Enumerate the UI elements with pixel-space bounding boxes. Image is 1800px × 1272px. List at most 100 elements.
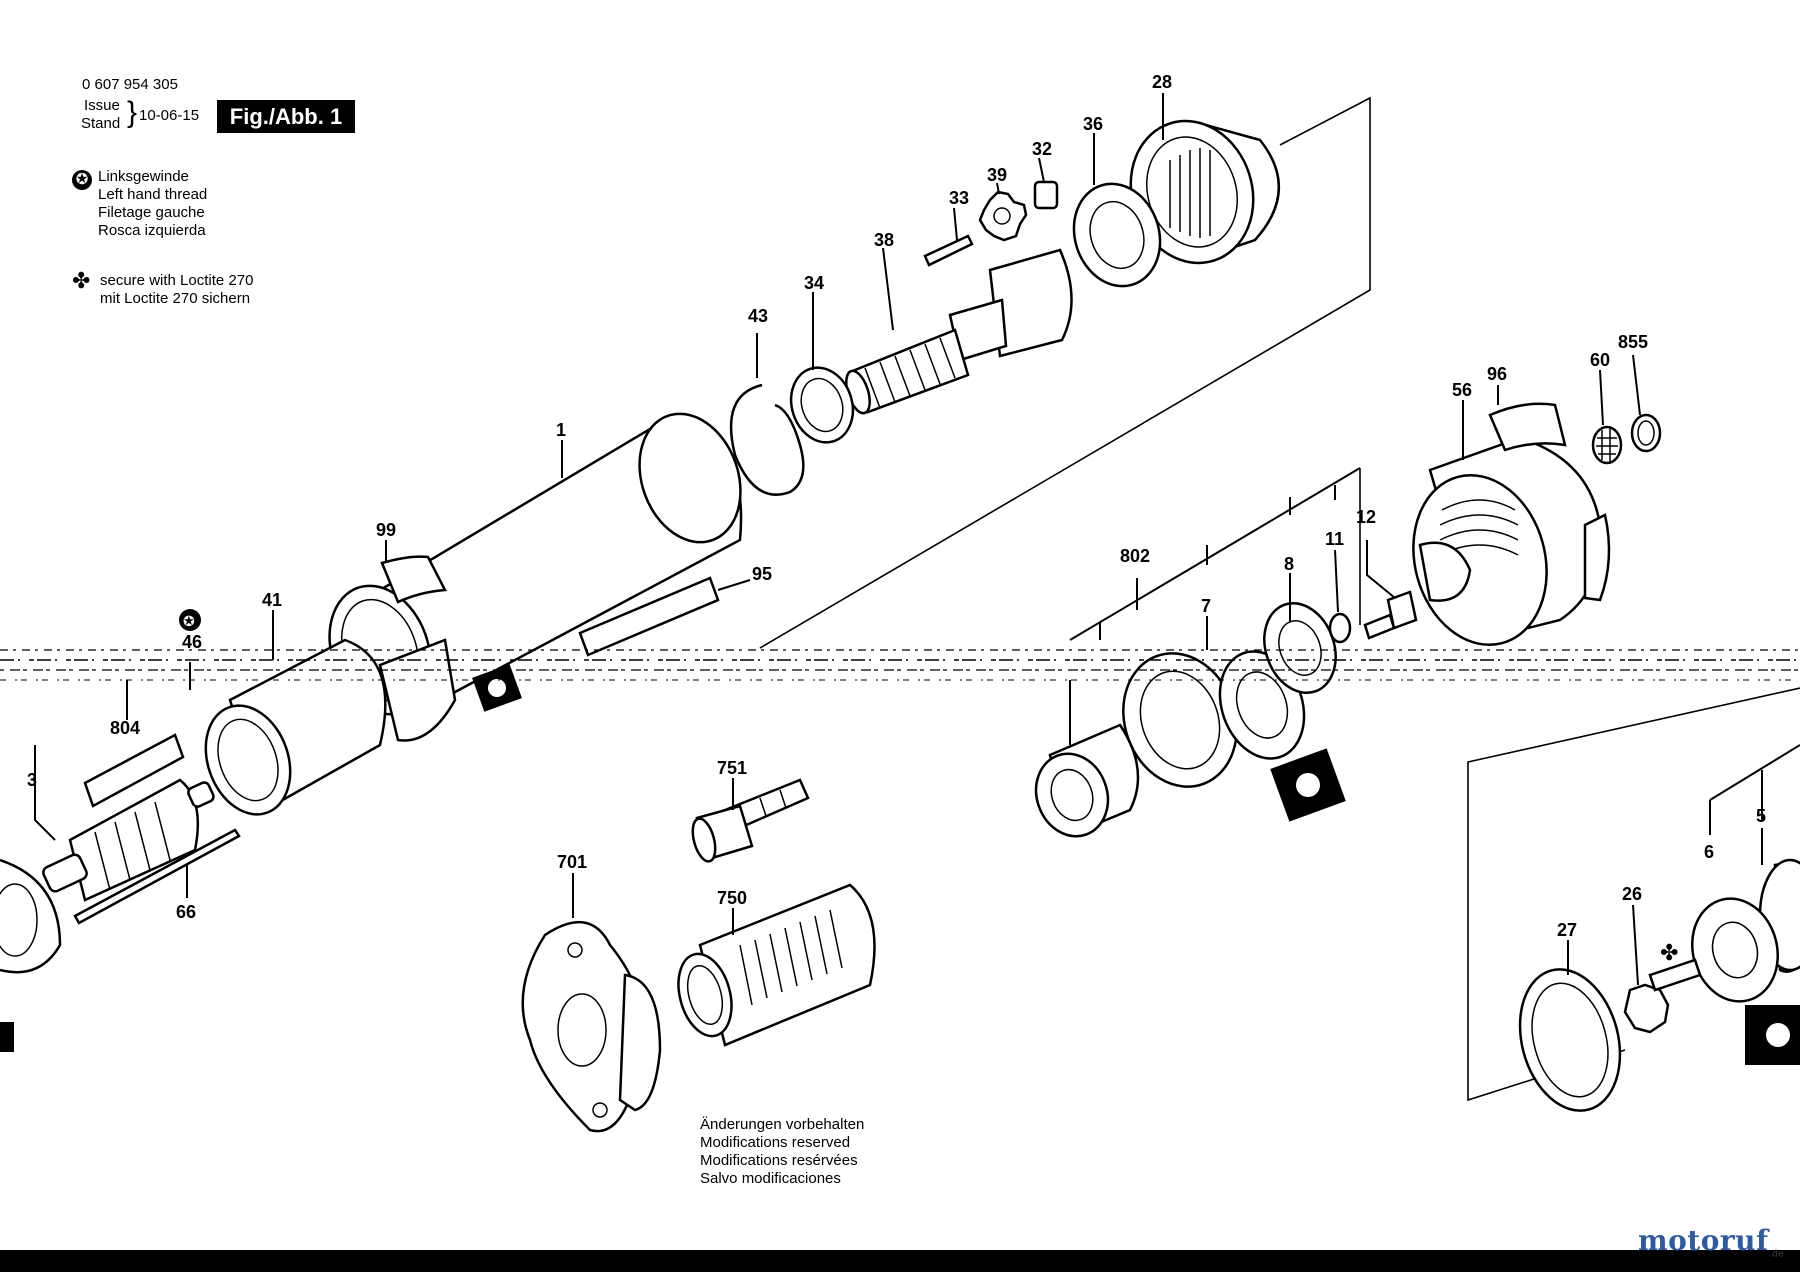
loctite-marker-26: ✤ <box>1660 940 1678 965</box>
part-33-pin <box>923 234 974 267</box>
label-750: 750 <box>717 888 747 908</box>
issue-date: 10-06-15 <box>139 107 200 124</box>
part-66-pin <box>73 828 241 925</box>
upper-assembly-frame <box>759 96 1371 649</box>
label-804: 804 <box>110 718 140 738</box>
label-34: 34 <box>804 273 824 293</box>
part-27-shim <box>1518 968 1622 1112</box>
figure-label: Fig./Abb. 1 <box>217 100 355 133</box>
legend-left-thread-fr: Filetage gauche <box>98 204 205 221</box>
part-855-o-ring <box>1630 413 1662 453</box>
part-751-hose-fitting <box>691 778 810 863</box>
label-6: 6 <box>1704 842 1714 862</box>
label-5: 5 <box>1756 806 1766 826</box>
part-12-screw <box>1363 590 1418 640</box>
part-802-nut <box>1034 723 1140 838</box>
part-804-vane <box>83 733 185 808</box>
part-11-washer <box>1328 612 1352 644</box>
brand-logo: motoruf.de <box>1638 1224 1784 1260</box>
part-39-gear <box>978 190 1028 242</box>
leader-33 <box>953 207 958 241</box>
issue-label: Issue <box>84 97 120 114</box>
label-27: 27 <box>1557 920 1577 940</box>
tool-icon-left <box>472 664 522 712</box>
leader-95 <box>717 579 751 591</box>
label-43: 43 <box>748 306 768 326</box>
label-26: 26 <box>1622 884 1642 904</box>
leader-32 <box>1038 157 1045 183</box>
legend-loctite-de: mit Loctite 270 sichern <box>100 290 251 307</box>
label-95: 95 <box>752 564 772 584</box>
label-66: 66 <box>176 902 196 922</box>
part-60-screen <box>1591 425 1623 465</box>
legend-loctite-en: secure with Loctite 270 <box>100 272 254 289</box>
part-750-filter <box>677 883 876 1047</box>
left-bearing-fragment <box>0 858 62 974</box>
label-11: 11 <box>1325 529 1344 549</box>
part-28-bearing-sleeve <box>1129 119 1281 265</box>
label-33: 33 <box>949 188 969 208</box>
bottom-bar <box>0 1250 1800 1272</box>
label-751: 751 <box>717 758 747 778</box>
note-de: Änderungen vorbehalten <box>700 1116 865 1133</box>
part-96-band <box>1488 402 1567 452</box>
leader-855 <box>1632 354 1641 416</box>
part-34-washer <box>789 366 855 444</box>
part-56-end-cap <box>1412 436 1611 647</box>
label-96: 96 <box>1487 364 1507 384</box>
leader-26 <box>1632 904 1639 986</box>
note-fr: Modifications resérvées <box>700 1152 858 1169</box>
label-28: 28 <box>1152 72 1172 92</box>
label-36: 36 <box>1083 114 1103 134</box>
label-56: 56 <box>1452 380 1472 400</box>
label-855: 855 <box>1618 332 1648 352</box>
leader-12 <box>1366 540 1396 599</box>
left-thread-marker-46: ✪ <box>179 609 201 631</box>
label-8: 8 <box>1284 554 1294 574</box>
brace-symbol: } <box>127 96 138 129</box>
svg-text:✪: ✪ <box>183 613 195 629</box>
label-46: 46 <box>182 632 202 652</box>
part-41-cylinder <box>204 638 457 816</box>
part-701-flange <box>521 920 662 1133</box>
part-32-pinion <box>1033 180 1059 210</box>
part-6-bearing <box>1691 897 1779 1003</box>
part-36-bearing <box>1072 182 1162 288</box>
leader-38 <box>882 247 894 331</box>
label-99: 99 <box>376 520 396 540</box>
label-41: 41 <box>262 590 282 610</box>
part-43-circlip <box>729 383 805 496</box>
leader-60 <box>1599 369 1604 426</box>
label-3: 3 <box>27 770 37 790</box>
leader-11 <box>1334 549 1339 613</box>
leader-39 <box>996 182 1000 195</box>
stand-label: Stand <box>81 115 121 132</box>
label-12: 12 <box>1356 507 1376 527</box>
loctite-icon: ✤ <box>72 268 91 293</box>
label-60: 60 <box>1590 350 1610 370</box>
scan-artifact-band <box>0 649 1800 681</box>
part-26-pinion-shaft <box>1623 958 1702 1034</box>
part-95-strip <box>578 576 720 657</box>
part-3-rotor <box>42 778 215 902</box>
tool-icon-middle <box>1270 748 1346 822</box>
label-701: 701 <box>557 852 587 872</box>
brand-name: motoruf <box>1638 1224 1769 1257</box>
label-38: 38 <box>874 230 894 250</box>
note-en: Modifications reserved <box>700 1134 851 1151</box>
label-39: 39 <box>987 165 1007 185</box>
right-assembly-frame <box>1069 467 1361 641</box>
leader-3 <box>34 745 56 841</box>
label-7: 7 <box>1201 596 1211 616</box>
left-thread-icon: ✪ <box>72 170 92 190</box>
part-labels: 28 36 32 39 33 38 34 43 1 99 95 41 46 80… <box>27 72 1766 940</box>
part-number: 0 607 954 305 <box>82 76 178 93</box>
tool-icon-left-edge <box>0 1022 14 1052</box>
label-1: 1 <box>556 420 566 440</box>
brand-suffix: .de <box>1768 1249 1785 1260</box>
legend-left-thread-es: Rosca izquierda <box>98 222 206 239</box>
label-32: 32 <box>1032 139 1052 159</box>
modifications-note: Änderungen vorbehalten Modifications res… <box>700 1116 864 1188</box>
